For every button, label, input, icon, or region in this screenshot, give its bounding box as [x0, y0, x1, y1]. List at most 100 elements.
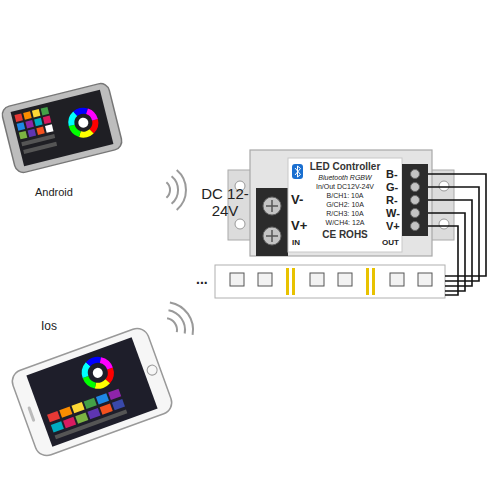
- bluetooth-rune: [295, 166, 301, 177]
- color-tile: [100, 404, 113, 415]
- wheel-segment: [69, 108, 98, 137]
- screw-slot: [266, 200, 278, 212]
- terminal-screw: [263, 197, 281, 215]
- wheel-segment: [69, 108, 98, 137]
- phone-screen: [26, 337, 157, 447]
- terminal-name: R-: [386, 194, 398, 206]
- wheel-segment: [69, 108, 98, 137]
- wire: [428, 226, 458, 295]
- color-tile: [112, 399, 125, 410]
- color-tile: [14, 113, 22, 121]
- wheel-center: [91, 366, 104, 379]
- wheel-segment: [69, 108, 98, 137]
- color-tile: [71, 402, 84, 413]
- wheel-segment: [69, 108, 98, 137]
- wheel-segment: [81, 356, 114, 389]
- wheel-segment: [81, 356, 114, 389]
- terminal-name: B-: [386, 168, 398, 180]
- color-tile: [51, 421, 64, 432]
- wheel-segment: [81, 356, 114, 389]
- color-tile: [41, 107, 49, 115]
- led-chip: [230, 273, 244, 286]
- terminal-screw: [411, 170, 420, 179]
- color-tile: [17, 122, 25, 130]
- phone-body: [9, 325, 175, 459]
- wireless-waves: [167, 302, 193, 335]
- mounting-hole: [439, 181, 449, 191]
- panel-text: W/CH4: 12A: [326, 218, 365, 227]
- solder-pad: [286, 268, 289, 295]
- color-tile: [59, 407, 72, 418]
- wave-arc: [170, 302, 193, 335]
- slider-bar: [23, 142, 57, 154]
- solder-pad: [292, 268, 295, 295]
- color-tile: [108, 389, 121, 400]
- device-label: Android: [35, 186, 73, 199]
- terminal-screw: [263, 227, 281, 245]
- led-chip: [418, 273, 432, 286]
- terminal-name: V+: [386, 220, 400, 232]
- wheel-segment: [81, 356, 114, 389]
- wireless-waves: [166, 170, 186, 210]
- led-chip: [310, 273, 324, 286]
- output-terminal-block: [402, 164, 428, 236]
- wave-arc: [172, 176, 178, 204]
- slider-bar: [55, 409, 128, 439]
- panel-text: R/CH3: 10A: [326, 209, 363, 218]
- continuation-mark: ...: [196, 272, 208, 287]
- phone-body: [0, 82, 123, 175]
- solder-pad: [372, 268, 375, 295]
- wave-arc: [167, 318, 177, 332]
- color-tile: [45, 124, 53, 132]
- strip-body: [215, 265, 445, 298]
- screw-slot: [266, 230, 278, 242]
- terminal-screw: [411, 196, 420, 205]
- panel-text: LED Controller: [310, 161, 381, 173]
- supply-voltage: DC 12-24V: [196, 186, 254, 219]
- terminal-name: V+: [291, 219, 307, 233]
- input-terminal-block: [256, 188, 288, 256]
- phone-screen: [11, 90, 114, 167]
- label-panel: [288, 158, 402, 252]
- color-tile: [63, 417, 76, 428]
- color-tile: [34, 118, 42, 126]
- phone-device: Android: [5, 80, 130, 202]
- led-chip: [338, 273, 352, 286]
- color-tile: [25, 120, 33, 128]
- terminal-screw: [411, 183, 420, 192]
- home-button: [146, 364, 159, 377]
- color-wheel: [69, 108, 98, 137]
- color-tile: [43, 116, 51, 124]
- panel-text: B/CH1: 10A: [327, 191, 364, 200]
- housing-body: [250, 150, 432, 256]
- wheel-segment: [81, 356, 114, 389]
- bluetooth-icon: [292, 164, 303, 179]
- terminal-screw: [411, 222, 420, 231]
- android-phone: [0, 82, 123, 175]
- color-tile: [75, 412, 88, 423]
- wave-arc: [169, 310, 186, 333]
- led-chip: [258, 273, 272, 286]
- color-tile: [23, 111, 31, 119]
- wheel-segment: [81, 356, 114, 389]
- color-tile: [47, 411, 60, 422]
- wave-arc: [177, 170, 186, 210]
- terminal-name: G-: [386, 181, 398, 193]
- color-tile: [84, 398, 97, 409]
- led-strip: [215, 265, 445, 298]
- wire: [428, 174, 486, 276]
- terminal-name: W-: [386, 207, 400, 219]
- led-chip: [390, 273, 404, 286]
- device-label: Ios: [41, 319, 57, 333]
- color-tile: [36, 127, 44, 135]
- color-tile: [28, 129, 36, 137]
- mounting-hole: [439, 219, 449, 229]
- ios-phone: [9, 325, 175, 459]
- terminal-name: V-: [291, 193, 303, 207]
- wire: [428, 213, 465, 291]
- panel-text: CE ROHS: [322, 229, 368, 241]
- color-tile: [87, 408, 100, 419]
